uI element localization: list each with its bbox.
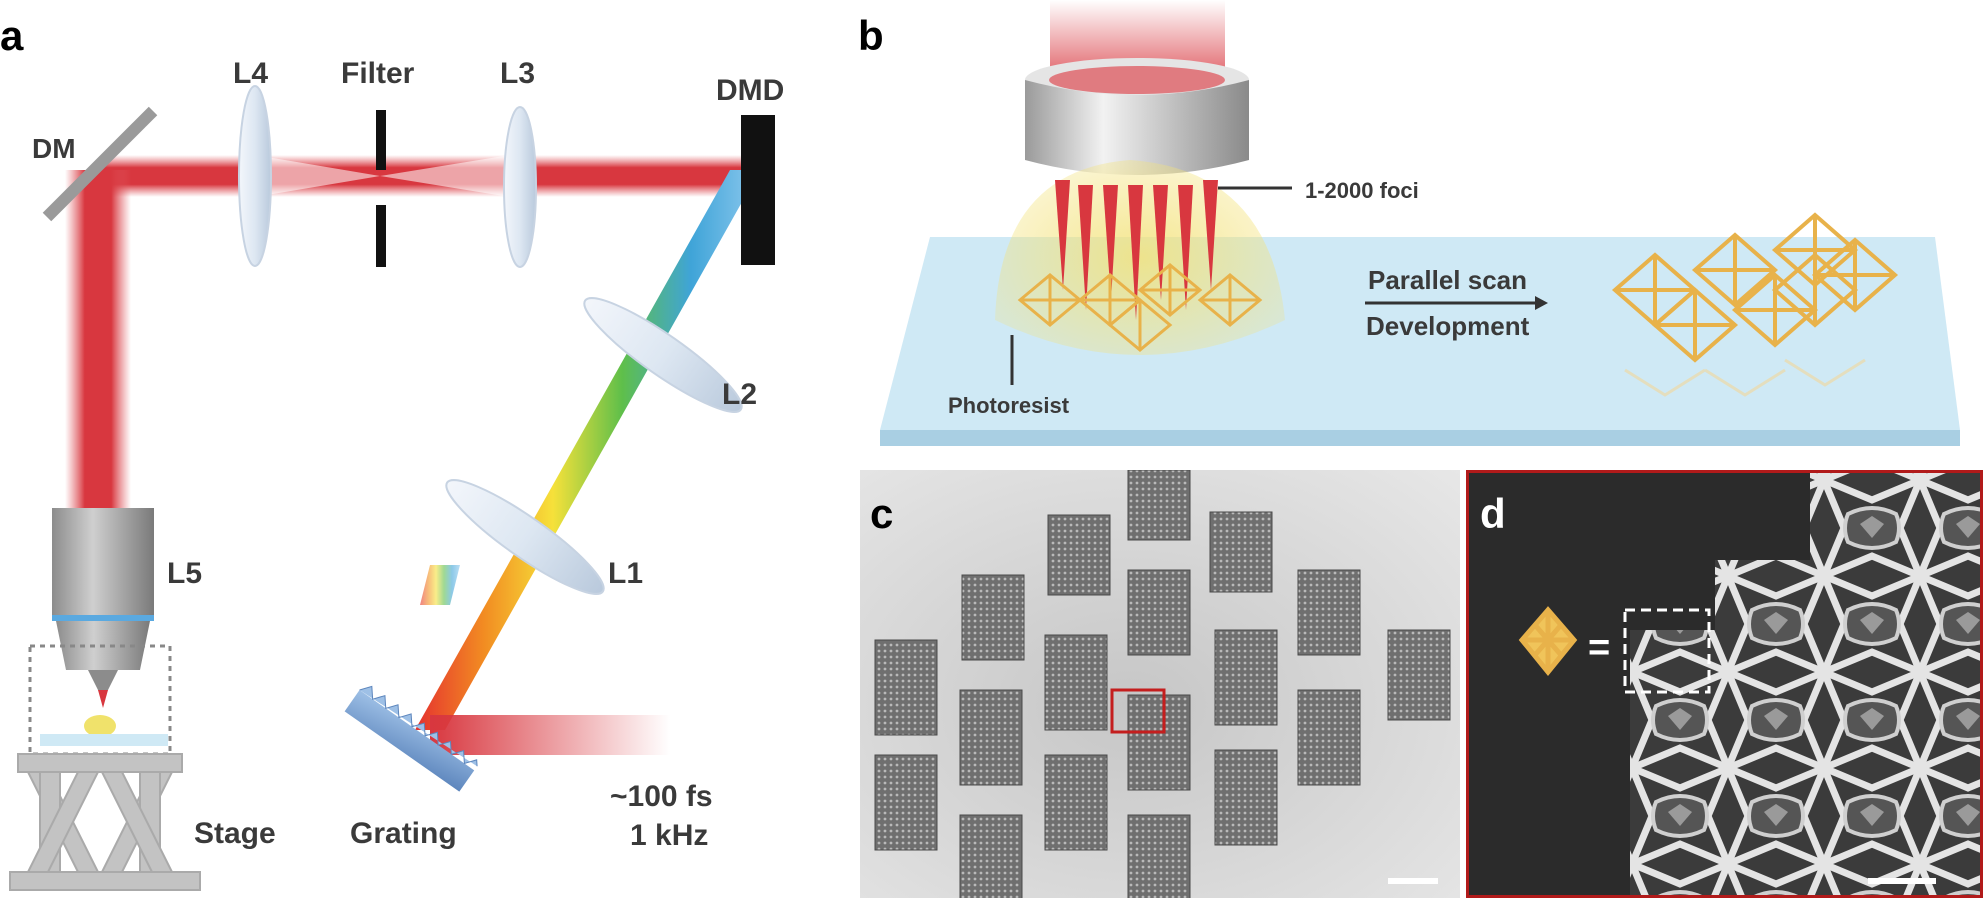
vertical-beam <box>65 170 131 520</box>
dispersed-beam-upper <box>415 170 760 730</box>
objective-nose <box>88 670 118 700</box>
objective-ring <box>52 615 154 621</box>
panel-label-c: c <box>870 490 893 537</box>
beam-focus-waist <box>255 155 510 197</box>
grating-label: Grating <box>350 817 457 850</box>
dichroic-mirror <box>42 106 158 222</box>
zoom-box <box>28 644 172 756</box>
grating <box>344 685 478 792</box>
unit-cell-box <box>1623 608 1711 694</box>
objective-l5 <box>52 508 154 618</box>
dispersed-beam-lower <box>420 565 460 605</box>
l3-label: L3 <box>500 57 535 90</box>
l4-label: L4 <box>233 57 268 90</box>
dmd-label: DMD <box>716 74 784 107</box>
panel-label-b: b <box>858 12 884 59</box>
equals-sign: = <box>1588 627 1610 669</box>
focal-point <box>98 690 108 708</box>
lens-l4 <box>238 85 272 267</box>
filter-lower-blade <box>376 205 386 267</box>
dmd <box>741 115 775 265</box>
rep-rate-label: 1 kHz <box>630 819 708 852</box>
l2-label: L2 <box>722 378 757 411</box>
lens-l2 <box>583 297 743 413</box>
panel-label-d: d <box>1480 490 1506 537</box>
development-label: Development <box>1366 311 1530 341</box>
lens-l1 <box>445 479 605 595</box>
resist-droplet <box>84 715 116 737</box>
panel-label-a: a <box>0 12 24 59</box>
pulse-duration-label: ~100 fs <box>610 780 713 813</box>
pillar-array <box>874 470 1451 898</box>
foci-label: 1-2000 foci <box>1305 178 1419 203</box>
l5-label: L5 <box>167 557 202 590</box>
dm-label: DM <box>32 133 76 164</box>
foci <box>1055 180 1218 320</box>
optics-ring-aperture <box>1049 66 1225 94</box>
panel-b: b 1-2000 foci <box>858 0 1960 446</box>
input-laser-beam <box>430 715 670 755</box>
filter-upper-blade <box>376 110 386 170</box>
zoom-highlight-box <box>1110 688 1166 734</box>
panel-a: a DM L4 Filter L3 DMD L2 L1 <box>0 12 784 891</box>
l1-label: L1 <box>608 557 643 590</box>
lens-l3 <box>503 106 537 268</box>
process-arrow-head <box>1535 296 1548 310</box>
lattice-structure <box>1630 470 1983 898</box>
panel-c <box>860 470 1460 898</box>
substrate-edge <box>880 430 1960 446</box>
scale-bar-d <box>1868 878 1936 884</box>
scale-bar-c <box>1388 878 1438 884</box>
lattice-reflection <box>1624 358 1866 397</box>
stage <box>9 753 201 891</box>
unit-cell-icon <box>1518 606 1578 676</box>
stage-label: Stage <box>194 817 276 850</box>
panel-d: = d <box>1466 470 1983 898</box>
parallel-scan-label: Parallel scan <box>1368 265 1527 295</box>
photoresist-label: Photoresist <box>948 393 1070 418</box>
sample-substrate <box>40 734 168 746</box>
filter-label: Filter <box>341 57 415 90</box>
lattice-in-progress <box>1017 263 1263 352</box>
panel-d-border <box>1466 470 1983 898</box>
optics-ring-body <box>1025 80 1249 175</box>
finished-lattice <box>1611 212 1899 363</box>
